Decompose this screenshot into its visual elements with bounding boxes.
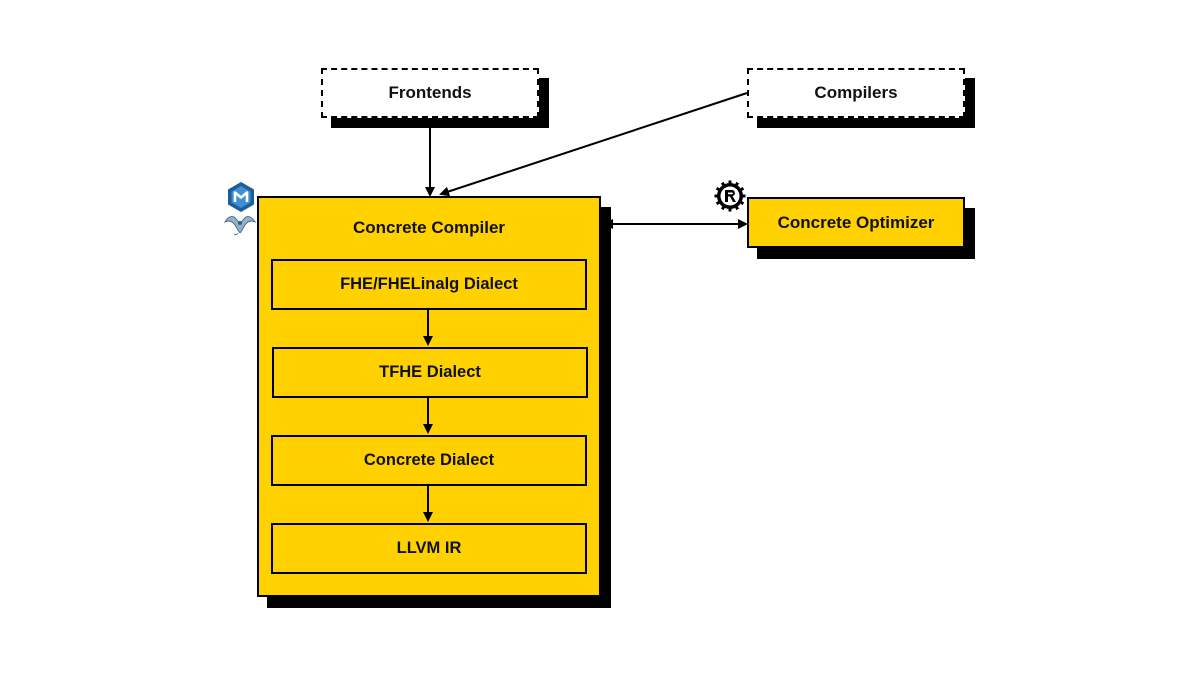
frontends-label: Frontends (388, 83, 472, 102)
frontends-box: Frontends (321, 68, 539, 118)
dialect-fhe-label: FHE/FHELinalg Dialect (340, 275, 518, 293)
compilers-box: Compilers (747, 68, 965, 118)
dialect-concrete-box: Concrete Dialect (271, 435, 587, 486)
mlir-logo-icon (228, 182, 254, 212)
dialect-tfhe-box: TFHE Dialect (272, 347, 588, 398)
rust-logo-icon (714, 180, 746, 212)
llvm-ir-label: LLVM IR (396, 539, 462, 557)
llvm-ir-box: LLVM IR (271, 523, 587, 574)
optimizer-label: Concrete Optimizer (777, 212, 935, 232)
dialect-concrete-label: Concrete Dialect (363, 451, 495, 469)
concrete-optimizer-box: Concrete Optimizer (747, 197, 965, 248)
dialect-tfhe-label: TFHE Dialect (379, 363, 481, 381)
concrete-compiler-box: Concrete Compiler FHE/FHELinalg Dialect … (257, 196, 601, 597)
llvm-dragon-icon (223, 216, 257, 236)
dialect-fhe-box: FHE/FHELinalg Dialect (271, 259, 587, 310)
compiler-title: Concrete Compiler (352, 218, 506, 237)
compilers-label: Compilers (814, 83, 898, 102)
